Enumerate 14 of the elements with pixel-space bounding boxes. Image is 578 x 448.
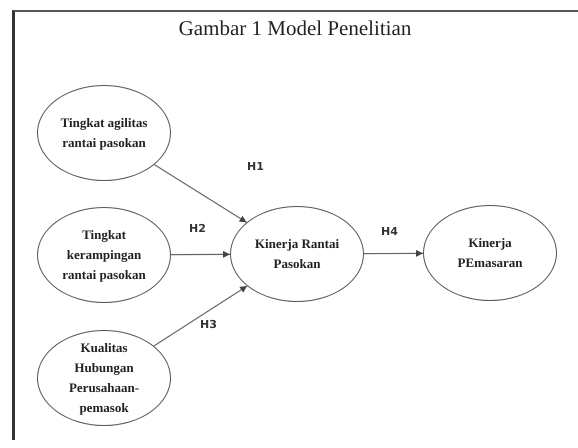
node-label: Tingkat kerampingan rantai pasokan (61, 226, 147, 284)
edge-label: H2 (188, 222, 207, 235)
diagram-title: Gambar 1 Model Penelitian (178, 16, 412, 41)
arrow (364, 250, 423, 257)
arrow (171, 250, 230, 258)
edge-label: H4 (380, 225, 399, 238)
arrow (154, 164, 247, 223)
edge-label: H3 (199, 318, 218, 331)
node-label: Tingkat agilitas rantai pasokan (60, 114, 148, 152)
arrow (154, 286, 248, 346)
node-label: Kinerja Rantai Pasokan (254, 235, 340, 273)
node-label: Kinerja PEmasaran (456, 234, 524, 272)
edge-label: H1 (246, 160, 265, 173)
node-label: Kualitas Hubungan Perusahaan-pemasok (68, 339, 140, 417)
